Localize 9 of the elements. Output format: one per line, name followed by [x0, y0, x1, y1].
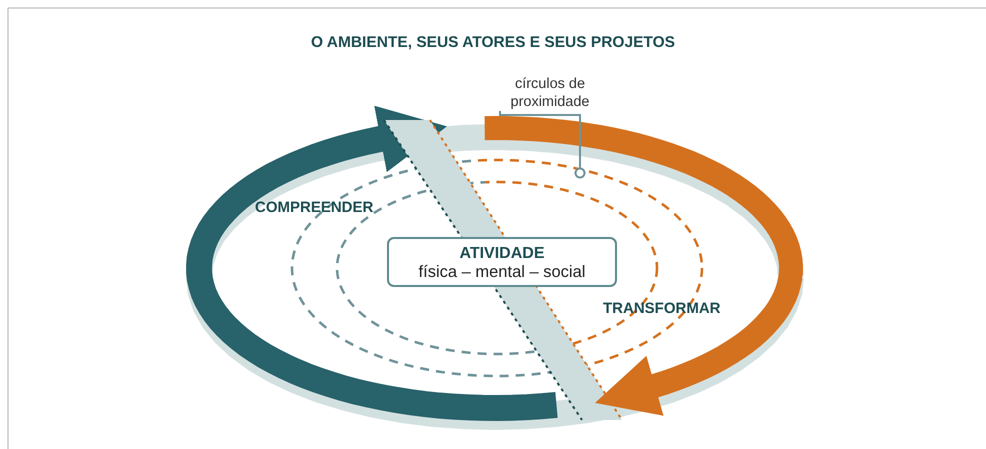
callout-text: círculos de proximidade: [488, 75, 612, 111]
stage-label: TRANSFORMAR: [603, 300, 720, 317]
proximity-ring-marker: [574, 166, 586, 178]
stage-label: COMPREENDER: [255, 199, 374, 216]
activity-subtitle: física – mental – social: [418, 263, 586, 282]
diagram-title: O AMBIENTE, SEUS ATORES E SEUS PROJETOS: [310, 34, 676, 52]
activity-box: [387, 237, 617, 287]
activity-heading: ATIVIDADE: [458, 245, 546, 263]
leader-line: [499, 111, 581, 168]
